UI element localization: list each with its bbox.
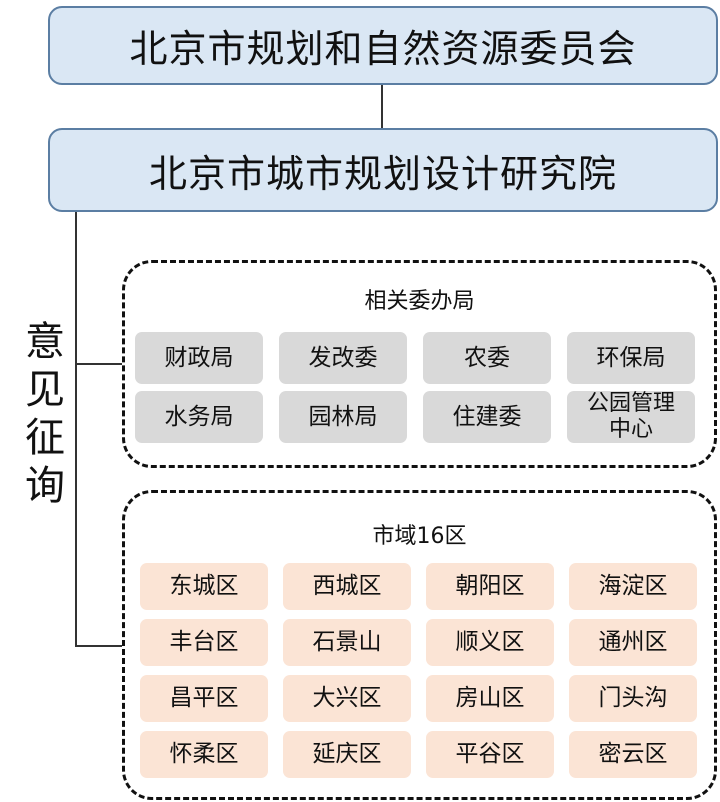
agency-item: 农委 <box>423 332 551 384</box>
agency-item: 发改委 <box>279 332 407 384</box>
agency-item: 住建委 <box>423 391 551 443</box>
agencies-grid: 财政局 发改委 农委 环保局 水务局 园林局 住建委 公园管理中心 <box>135 332 695 443</box>
district-item: 昌平区 <box>140 675 268 722</box>
district-item: 东城区 <box>140 563 268 610</box>
districts-group: 市域16区 东城区 西城区 朝阳区 海淀区 丰台区 石景山 顺义区 通州区 昌平… <box>122 490 717 800</box>
district-item: 房山区 <box>426 675 554 722</box>
district-item: 石景山 <box>283 619 411 666</box>
institute-box: 北京市城市规划设计研究院 <box>48 128 718 212</box>
commission-box: 北京市规划和自然资源委员会 <box>48 6 718 85</box>
connector-trunk <box>75 212 77 646</box>
district-item: 延庆区 <box>283 731 411 778</box>
consultation-label: 意 见 征 询 <box>22 318 68 510</box>
district-item: 海淀区 <box>569 563 697 610</box>
district-item: 密云区 <box>569 731 697 778</box>
district-item: 通州区 <box>569 619 697 666</box>
district-item: 平谷区 <box>426 731 554 778</box>
district-item: 西城区 <box>283 563 411 610</box>
connector-branch-districts <box>75 645 122 647</box>
agency-item: 园林局 <box>279 391 407 443</box>
districts-group-title: 市域16区 <box>372 524 467 549</box>
institute-label: 北京市城市规划设计研究院 <box>148 151 617 196</box>
district-item: 丰台区 <box>140 619 268 666</box>
commission-label: 北京市规划和自然资源委员会 <box>129 27 637 71</box>
agency-item: 财政局 <box>135 332 263 384</box>
district-item: 朝阳区 <box>426 563 554 610</box>
agencies-group-title: 相关委办局 <box>364 289 475 314</box>
district-item: 门头沟 <box>569 675 697 722</box>
district-item: 怀柔区 <box>140 731 268 778</box>
consultation-char: 意 <box>25 319 65 365</box>
agency-item: 公园管理中心 <box>567 391 695 443</box>
district-item: 顺义区 <box>426 619 554 666</box>
consultation-char: 征 <box>25 415 65 461</box>
connector-branch-agencies <box>75 363 122 365</box>
agency-item: 环保局 <box>567 332 695 384</box>
districts-grid: 东城区 西城区 朝阳区 海淀区 丰台区 石景山 顺义区 通州区 昌平区 大兴区 … <box>140 563 697 778</box>
agency-item: 水务局 <box>135 391 263 443</box>
district-item: 大兴区 <box>283 675 411 722</box>
agencies-group: 相关委办局 财政局 发改委 农委 环保局 水务局 园林局 住建委 公园管理中心 <box>122 260 717 468</box>
connector-vertical-top <box>381 85 383 128</box>
consultation-char: 询 <box>25 463 65 509</box>
consultation-char: 见 <box>25 367 65 413</box>
